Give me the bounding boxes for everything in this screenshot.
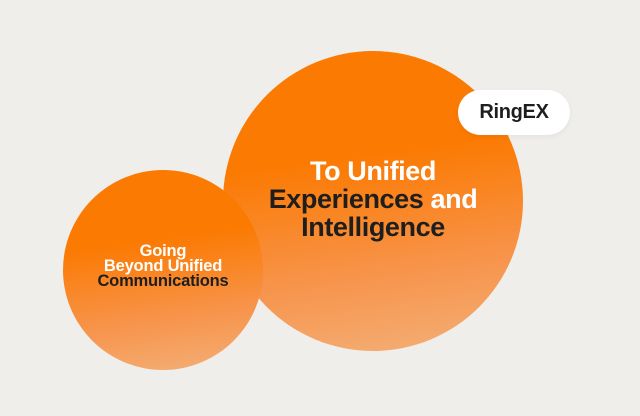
headline-line3: Intelligence bbox=[269, 213, 478, 241]
headline-line2-dark-text: Experiences bbox=[268, 184, 424, 214]
headline-line1: To Unified bbox=[269, 157, 478, 185]
subhead-line2-text: Beyond Unified bbox=[103, 256, 223, 275]
subhead-line2: Beyond Unified bbox=[97, 256, 228, 275]
headline-line2: Experiences and bbox=[269, 185, 478, 213]
subhead-line1: Going bbox=[97, 241, 228, 260]
subhead-line3: Communications bbox=[97, 271, 229, 290]
ringex-badge: RingEX bbox=[458, 90, 570, 135]
headline-line1-text: To Unified bbox=[310, 156, 436, 186]
small-circle: Going Beyond Unified Communications bbox=[63, 170, 263, 370]
subhead-text: Going Beyond Unified Communications bbox=[97, 241, 229, 290]
headline-text: To Unified Experiences and Intelligence bbox=[269, 157, 478, 241]
subhead-line3-text: Communications bbox=[97, 271, 229, 290]
ringex-badge-label: RingEX bbox=[479, 101, 549, 123]
headline-line2-light-text: and bbox=[430, 184, 478, 214]
subhead-line1-text: Going bbox=[139, 241, 187, 260]
headline-line3-text: Intelligence bbox=[301, 212, 445, 242]
